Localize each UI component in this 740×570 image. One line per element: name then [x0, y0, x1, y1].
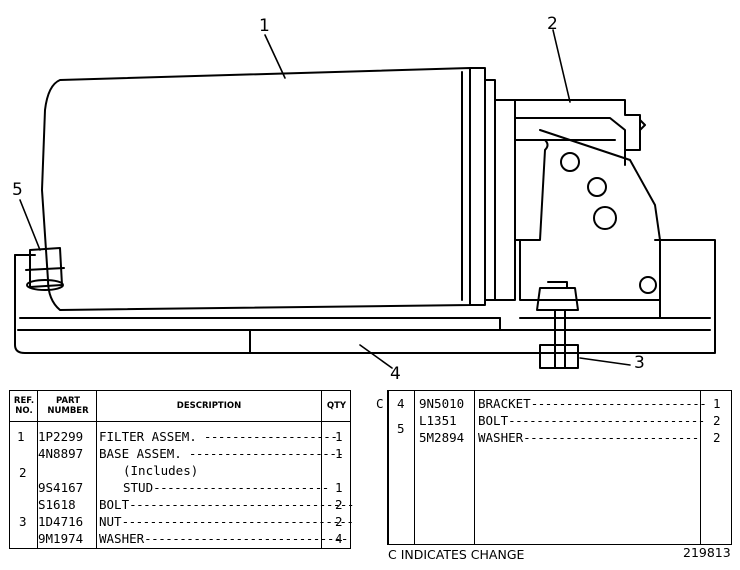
stud-nut-3	[536, 281, 579, 369]
table-row: 5M2894 WASHER------------------------- 2	[388, 431, 733, 445]
part-number: 9S4167	[38, 480, 84, 495]
part-number: 9M1974	[38, 531, 84, 546]
part-number: 4N8897	[38, 446, 84, 461]
qty: 1	[335, 429, 343, 444]
qty: 1	[713, 396, 721, 411]
description: BASE ASSEM. ----------------------	[99, 446, 344, 461]
header-description: DESCRIPTION	[176, 401, 242, 411]
qty: 1	[335, 480, 343, 495]
leader-3	[579, 357, 631, 366]
header-part-number: PART NUMBER	[47, 396, 89, 416]
bolt-5	[25, 247, 65, 291]
parts-table-right: C 4 9N5010 BRACKET----------------------…	[376, 390, 733, 545]
qty: 2	[335, 514, 343, 529]
callout-4: 4	[390, 364, 401, 384]
description: BOLT--------------------------------	[99, 497, 354, 512]
callout-5: 5	[12, 180, 23, 200]
part-number: 1D4716	[38, 514, 84, 529]
ref-no: 3	[19, 514, 27, 529]
table-row: S1618 BOLT------------------------------…	[10, 497, 354, 512]
callout-3: 3	[634, 353, 645, 373]
leader-5	[19, 199, 41, 251]
table-row: 4N8897 BASE ASSEM. ---------------------…	[10, 447, 350, 461]
description: WASHER-------------------------	[478, 430, 699, 445]
description: BRACKET-------------------------	[478, 396, 707, 411]
header-qty: QTY	[326, 401, 347, 411]
part-number: 1P2299	[38, 429, 84, 444]
exploded-view-drawing	[14, 29, 716, 369]
qty: 2	[335, 497, 343, 512]
change-marker: C	[376, 396, 384, 411]
description: STUD-------------------------	[123, 480, 329, 495]
description: BOLT----------------------------	[478, 413, 705, 428]
leader-4	[359, 344, 393, 369]
filter-base	[494, 99, 661, 301]
leader-1	[264, 34, 286, 79]
header-ref-no: REF. NO.	[13, 396, 35, 416]
table-row: 2 (Includes)	[10, 463, 350, 480]
table-row: 1 1P2299 FILTER ASSEM. -----------------…	[10, 430, 350, 444]
part-number: 9N5010	[419, 396, 465, 411]
callout-2: 2	[547, 14, 558, 34]
part-number: 5M2894	[419, 430, 465, 445]
description: (Includes)	[123, 463, 199, 478]
qty: 2	[713, 413, 721, 428]
description: FILTER ASSEM. -------------------	[99, 429, 338, 444]
leader-lines	[19, 29, 631, 369]
qty: 2	[713, 430, 721, 445]
part-number: L1351	[419, 413, 457, 428]
illustration-number: 219813	[683, 545, 731, 560]
ref-no: 4	[397, 396, 405, 411]
table-row: 9M1974 WASHER---------------------------…	[10, 532, 350, 546]
table-row: C 4 9N5010 BRACKET----------------------…	[376, 396, 733, 411]
callout-1: 1	[259, 16, 270, 36]
description: NUT---------------------------------	[99, 514, 354, 529]
ref-no: 1	[17, 429, 25, 444]
qty: 4	[335, 531, 343, 546]
table-row: 9S4167 STUD------------------------- 1	[10, 481, 350, 495]
filter-canister	[41, 67, 496, 311]
ref-no: 2	[19, 465, 27, 480]
bracket-plate	[14, 239, 716, 354]
parts-table-left: REF. NO. PART NUMBER DESCRIPTION QTY 1 1…	[9, 390, 354, 549]
qty: 1	[335, 446, 343, 461]
change-legend: C INDICATES CHANGE	[388, 547, 525, 562]
description: WASHER-----------------------------	[99, 531, 348, 546]
table-row: 3 1D4716 NUT----------------------------…	[10, 514, 354, 529]
part-number: S1618	[38, 497, 76, 512]
ref-no: 5	[397, 421, 405, 436]
table-row: 5 L1351 BOLT----------------------------…	[388, 413, 733, 436]
leader-2	[552, 29, 571, 103]
